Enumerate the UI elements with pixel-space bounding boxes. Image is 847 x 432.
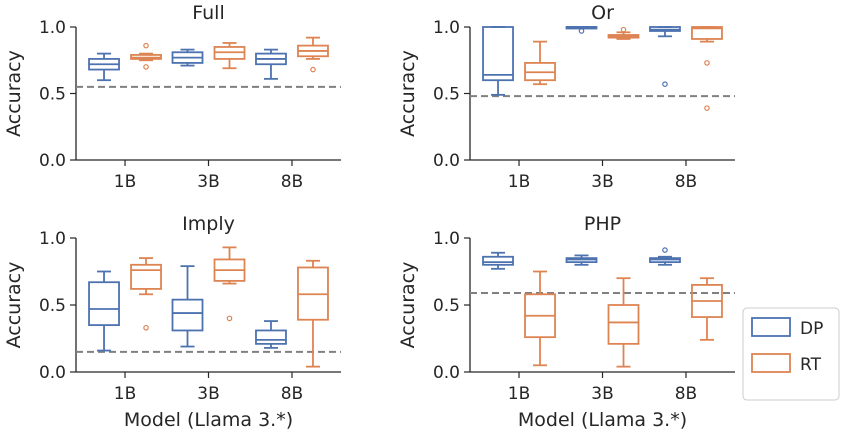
box-iqr — [130, 263, 162, 290]
box-rt-3b — [213, 42, 246, 70]
box-dp-1b — [88, 52, 120, 82]
panel-title: PHP — [584, 213, 621, 235]
box-rt-3b — [607, 26, 640, 40]
outlier-point — [143, 42, 149, 49]
legend: DP RT — [742, 307, 840, 401]
y-tick-label: 0.0 — [39, 151, 66, 171]
x-tick-label: 1B — [114, 384, 136, 404]
box-dp-3b — [565, 26, 598, 34]
box-iqr — [171, 298, 204, 332]
box-rt-3b — [213, 246, 246, 322]
box-dp-1b — [482, 26, 514, 96]
legend-frame — [742, 307, 840, 401]
y-tick-label: 0.0 — [433, 151, 460, 171]
box-dp-1b — [88, 270, 120, 352]
box-iqr — [88, 281, 120, 327]
box-rt-1b — [130, 257, 162, 331]
box-rt-8b — [297, 259, 329, 368]
panel-title: Or — [591, 2, 614, 24]
box-iqr — [482, 255, 514, 266]
box-rt-3b — [607, 277, 640, 368]
box-iqr — [607, 304, 640, 345]
box-rt-8b — [691, 26, 723, 111]
x-tick-label: 3B — [197, 384, 219, 404]
outlier-point — [620, 26, 627, 33]
y-axis-label: Accuracy — [397, 262, 419, 349]
box-dp-8b — [255, 320, 287, 349]
x-tick-label: 1B — [508, 172, 530, 192]
box-rt-1b — [524, 270, 556, 367]
y-axis-label: Accuracy — [397, 50, 419, 137]
outlier-point — [662, 247, 668, 253]
box-iqr — [691, 26, 723, 40]
box-dp-1b — [482, 251, 514, 270]
outlier-point — [704, 60, 710, 66]
box-rt-1b — [130, 42, 162, 70]
panel-php: PHP Accuracy 0.0 0.5 1.0 1B 3B 8B Model (Llama 3… — [397, 213, 735, 431]
panel-title: Imply — [182, 213, 235, 235]
y-tick-label: 0.5 — [39, 85, 66, 105]
outlier-point — [226, 315, 233, 322]
y-tick-label: 0.5 — [39, 296, 66, 316]
x-tick-label: 8B — [281, 172, 303, 192]
y-tick-label: 1.0 — [433, 18, 460, 38]
y-tick-label: 1.0 — [39, 229, 66, 249]
outlier-point — [310, 66, 316, 73]
y-axis-label: Accuracy — [3, 50, 25, 137]
box-iqr — [255, 329, 287, 345]
box-dp-3b — [171, 265, 204, 348]
x-tick-label: 8B — [675, 172, 697, 192]
x-tick-label: 1B — [114, 172, 136, 192]
x-axis-label: Model (Llama 3.*) — [124, 409, 293, 431]
y-axis-label: Accuracy — [3, 262, 25, 349]
outlier-point — [578, 28, 585, 34]
x-tick-label: 8B — [675, 384, 697, 404]
x-tick-label: 3B — [197, 172, 219, 192]
y-tick-label: 1.0 — [433, 229, 460, 249]
box-dp-8b — [649, 247, 681, 266]
panel-title: Full — [192, 2, 225, 24]
box-rt-1b — [524, 40, 556, 86]
outlier-point — [704, 105, 710, 111]
box-rt-8b — [297, 36, 329, 73]
x-tick-label: 3B — [591, 384, 613, 404]
y-tick-label: 0.5 — [433, 296, 460, 316]
box-iqr — [482, 26, 514, 82]
x-axis-label: Model (Llama 3.*) — [518, 409, 687, 431]
box-rt-8b — [691, 277, 723, 341]
legend-swatch-dp — [751, 317, 791, 337]
legend-label-rt: RT — [800, 355, 822, 375]
box-dp-3b — [171, 48, 204, 67]
outlier-point — [143, 64, 149, 70]
x-tick-label: 8B — [281, 384, 303, 404]
outlier-point — [143, 324, 149, 331]
legend-swatch-rt — [751, 353, 791, 373]
outlier-point — [662, 81, 668, 87]
y-tick-label: 0.0 — [433, 363, 460, 383]
y-tick-label: 0.0 — [39, 363, 66, 383]
legend-label-dp: DP — [800, 319, 823, 339]
x-tick-label: 1B — [508, 384, 530, 404]
box-dp-8b — [255, 48, 287, 80]
y-tick-label: 0.5 — [433, 85, 460, 105]
box-dp-3b — [565, 254, 598, 266]
y-tick-label: 1.0 — [39, 18, 66, 38]
x-tick-label: 3B — [591, 172, 613, 192]
box-dp-8b — [649, 26, 681, 87]
